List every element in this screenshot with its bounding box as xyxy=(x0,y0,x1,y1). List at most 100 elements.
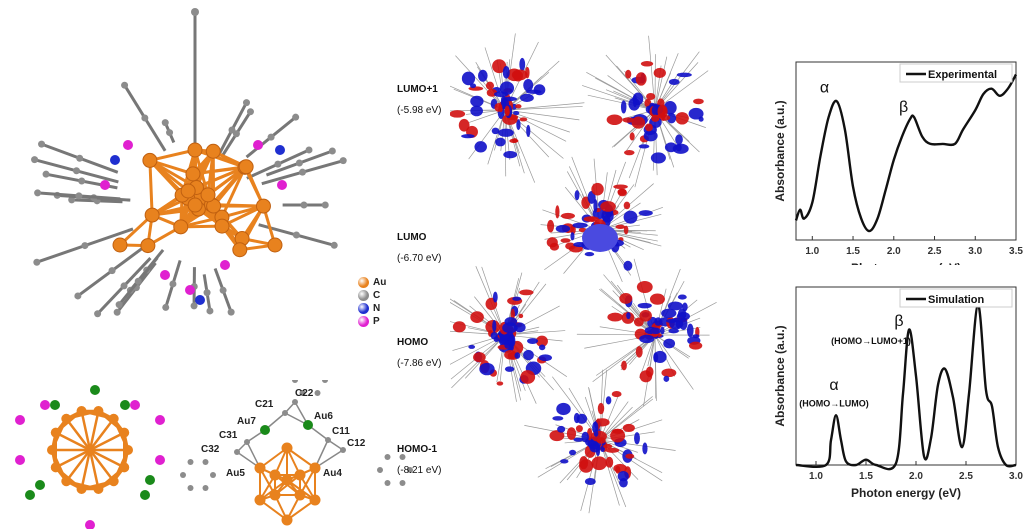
orbital-energy: (-6.70 eV) xyxy=(397,253,442,264)
carbon-atom xyxy=(202,484,209,491)
au-bond xyxy=(55,431,91,452)
gold-atom xyxy=(255,198,271,214)
gold-atom xyxy=(85,445,95,455)
phosphorus-atom xyxy=(15,455,25,465)
ligand-bond xyxy=(613,109,656,147)
plot-frame xyxy=(795,286,1017,466)
orbital-energy: (-8.21 eV) xyxy=(397,465,442,476)
gold-atom xyxy=(309,494,321,506)
carbon-atom xyxy=(246,108,254,116)
orbital-lobe xyxy=(526,124,531,138)
orbital-lobe xyxy=(639,334,655,344)
orbital-lobe xyxy=(600,201,616,212)
carbon-atom xyxy=(295,159,303,167)
gold-atom xyxy=(281,442,293,454)
ligand-bond xyxy=(552,376,601,441)
orbital-lobe xyxy=(515,104,522,109)
carbon-atom xyxy=(191,8,199,16)
gold-atom xyxy=(269,469,281,481)
orbital-lobe xyxy=(675,143,682,152)
orbital-lobe xyxy=(651,114,660,122)
orbital-lobe xyxy=(493,91,509,98)
orbital-lobe xyxy=(490,331,498,340)
orbital-lobe xyxy=(645,366,654,378)
phosphorus-atom xyxy=(277,180,287,190)
phosphorus-atom xyxy=(253,140,263,150)
gold-atom xyxy=(108,413,119,424)
gold-atom xyxy=(294,469,306,481)
orbital-lobe xyxy=(504,366,515,372)
orbital-lobe xyxy=(514,352,521,359)
carbon-atom xyxy=(31,156,39,164)
bond xyxy=(314,449,344,469)
orbital-lobe xyxy=(638,144,650,149)
gold-atom xyxy=(294,489,306,501)
ligand-bond xyxy=(586,71,656,111)
orbital-lobe xyxy=(565,242,576,250)
orbital-lobe xyxy=(494,103,503,112)
orbital-lobe xyxy=(626,312,631,320)
orbital-lobe xyxy=(610,428,626,443)
orbital-lobe xyxy=(613,463,627,473)
x-tick-label: 2.5 xyxy=(959,471,973,482)
ligand-bond xyxy=(654,334,657,399)
orbital-lobe xyxy=(458,118,470,132)
carbon-atom xyxy=(121,81,129,89)
legend-label: P xyxy=(373,316,380,327)
carbon-atom xyxy=(399,479,406,486)
carbon-atom xyxy=(322,380,328,383)
carbon-atom xyxy=(115,301,123,309)
orbital-lobe xyxy=(495,137,506,147)
carbon-atom xyxy=(377,467,383,473)
au-bond xyxy=(220,166,247,218)
x-tick-label: 3.0 xyxy=(968,246,982,257)
au-bond xyxy=(148,159,190,193)
orbital-lobe xyxy=(452,321,466,333)
phosphorus-atom xyxy=(185,285,195,295)
atom-label: C31 xyxy=(219,430,238,441)
orbital-lobe xyxy=(535,335,548,347)
x-tick-label: 1.0 xyxy=(805,246,819,257)
orbital-lobe xyxy=(651,105,659,116)
orbital-lobe xyxy=(566,427,577,440)
atom-label: Au6 xyxy=(314,411,333,422)
orbital-lobe xyxy=(573,242,587,248)
gold-atom xyxy=(187,142,203,158)
carbon-atom xyxy=(292,380,298,383)
orbital-lobe xyxy=(622,117,635,123)
carbon-atom xyxy=(81,242,89,250)
orbital-lobe xyxy=(607,312,623,322)
orbital-lobe xyxy=(508,334,516,348)
orbital-lobe xyxy=(666,113,677,124)
au-bond xyxy=(148,160,154,216)
orbital-lobe xyxy=(538,344,546,351)
gold-atom xyxy=(144,207,160,223)
ligand-bond xyxy=(504,106,583,111)
phosphorus-atom xyxy=(85,520,95,529)
orbital-lobe xyxy=(620,100,627,114)
orbital-lobe xyxy=(474,141,487,153)
orbital-lobe xyxy=(498,128,514,137)
orbital-lobe xyxy=(479,362,495,376)
orbital-name: HOMO-1 xyxy=(397,444,437,455)
orbital-lobe xyxy=(591,182,604,196)
orbital-lobe xyxy=(560,459,569,464)
green-atom xyxy=(25,490,35,500)
orbital-lobe xyxy=(617,188,627,196)
ligand-bond xyxy=(639,334,656,379)
orbital-lobe xyxy=(502,322,518,334)
orbital-name: LUMO xyxy=(397,232,427,243)
atom-label: C22 xyxy=(295,388,314,399)
annotation: β xyxy=(899,99,908,116)
orbital-lobe xyxy=(557,425,566,433)
orbital-lobe xyxy=(512,296,522,301)
gold-atom xyxy=(173,219,189,235)
carbon-atom xyxy=(267,133,275,141)
phosphorus-atom xyxy=(15,415,25,425)
orbital-lobe xyxy=(649,293,665,305)
orbital-lobe xyxy=(650,327,662,335)
carbon-atom xyxy=(206,307,214,315)
orbital-lobe xyxy=(629,132,635,141)
orbital-lobe xyxy=(615,224,626,230)
